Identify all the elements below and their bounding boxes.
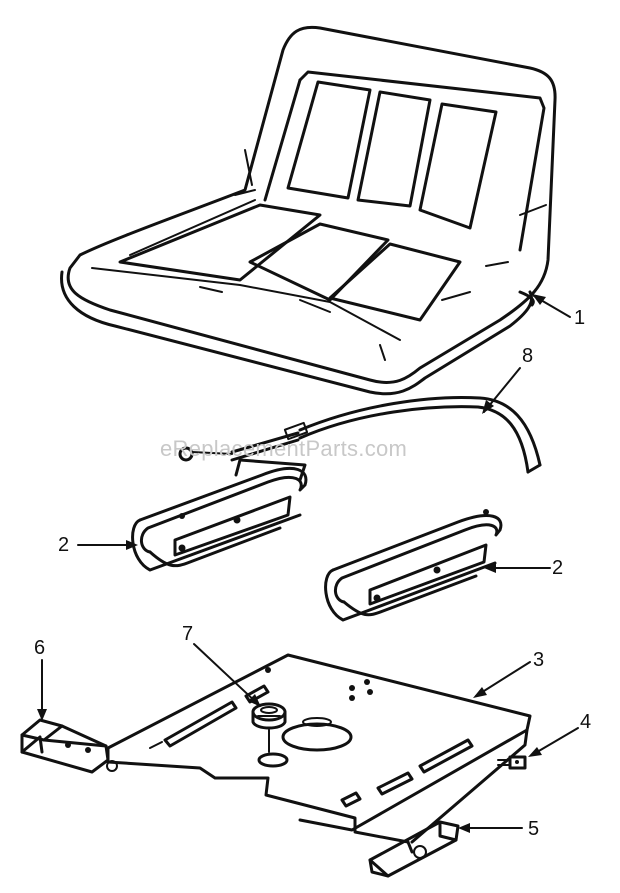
rear-clip-part (368, 820, 460, 878)
bracket-left-part (131, 458, 308, 572)
callout-label-front-clip: 6 (34, 637, 46, 659)
callout-label-seat-pan: 3 (533, 649, 545, 671)
bolt-part (497, 755, 527, 770)
callout-label-bolt: 4 (580, 711, 592, 733)
callout-label-rear-clip: 5 (528, 818, 540, 840)
seat-part (60, 25, 557, 396)
callout-label-cable: 8 (522, 345, 534, 367)
callout-label-seat: 1 (574, 307, 586, 329)
bracket-right-part (324, 509, 503, 622)
watermark-text: eReplacementParts.com (160, 436, 408, 461)
callout-label-bracket-right: 2 (552, 557, 564, 579)
front-clip-part (20, 718, 118, 774)
leader-lines (37, 294, 579, 833)
knob-part (251, 702, 289, 768)
callout-label-bracket-left: 2 (58, 534, 70, 556)
callout-label-knob: 7 (182, 623, 194, 645)
seat-pan-part (106, 653, 532, 844)
cable-part (178, 396, 542, 474)
